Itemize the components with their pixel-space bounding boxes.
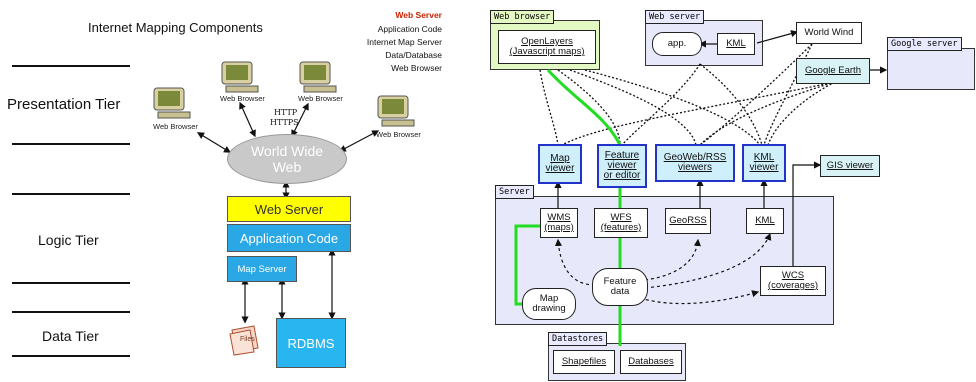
feature-data-node: Feature data (592, 268, 648, 306)
wfs-line-2: (features) (600, 222, 642, 233)
server-tab: Server (495, 185, 534, 199)
georss-service: GeoRSS (665, 208, 711, 234)
legend-item-web-browser: Web Browser (391, 63, 442, 73)
wms-line-1: WMS (547, 212, 571, 223)
kml-service: KML (746, 208, 784, 234)
feature-viewer-client: Feature viewer or editor (597, 144, 647, 188)
world-wind-box: World Wind (796, 22, 862, 44)
diagram-title: Internet Mapping Components (88, 20, 263, 35)
legend-item-application-code: Application Code (377, 24, 442, 34)
web-browser-label: Web Browser (220, 94, 265, 103)
map-drawing-line-2: drawing (532, 303, 566, 314)
computer-icon (377, 95, 415, 127)
wcs-service: WCS (coverages) (760, 266, 826, 296)
map-viewer-line-1: Map (550, 153, 570, 164)
wms-line-2: (maps) (544, 222, 574, 233)
web-server-tab: Web server (645, 10, 705, 24)
rdbms-box: RDBMS (276, 318, 346, 368)
protocol-http: HTTP (274, 108, 298, 117)
web-browser-label: Web Browser (298, 94, 343, 103)
map-drawing-node: Map drawing (522, 288, 576, 320)
web-browser-label: Web Browser (153, 122, 198, 131)
tier-rule (12, 65, 130, 67)
google-earth-box: Google Earth (796, 58, 870, 84)
kml-viewer-line-1: KML (753, 152, 775, 163)
files-label: Files (240, 336, 255, 343)
tier-logic: Logic Tier (38, 232, 99, 248)
tier-rule (12, 282, 130, 284)
databases-store: Databases (620, 350, 682, 374)
www-line-1: World Wide (250, 143, 324, 159)
feature-data-line-1: Feature (603, 276, 637, 287)
legend-item-web-server: Web Server (395, 10, 442, 20)
wcs-line-1: WCS (781, 270, 805, 281)
web-browser-tab: Web browser (490, 10, 555, 24)
feature-viewer-line-3: or editor (603, 170, 641, 181)
computer-icon (153, 87, 191, 119)
datastores-tab: Datastores (548, 332, 608, 346)
geoweb-rss-client: GeoWeb/RSS viewers (655, 144, 735, 182)
legend-item-data-database: Data/Database (385, 50, 442, 60)
google-server-tab: Google server (887, 37, 962, 51)
tier-rule (12, 143, 130, 145)
app-node: app. (652, 32, 702, 56)
wms-service: WMS (maps) (540, 208, 578, 238)
application-code-box: Application Code (227, 224, 351, 252)
openlayers-line-2: (Javascript maps) (509, 46, 585, 57)
tier-rule (12, 355, 130, 357)
shapefiles-store: Shapefiles (553, 350, 615, 374)
geoweb-line-1: GeoWeb/RSS (663, 152, 727, 163)
web-server-box: Web Server (227, 196, 351, 222)
web-browser-label: Web Browser (376, 130, 421, 139)
feature-viewer-line-1: Feature (604, 150, 640, 161)
feature-data-line-2: data (610, 286, 630, 297)
kml-viewer-client: KML viewer (742, 144, 786, 182)
kml-viewer-line-2: viewer (749, 162, 779, 173)
map-viewer-client: Map viewer (538, 144, 582, 184)
wfs-line-1: WFS (610, 212, 632, 223)
protocol-https: HTTPS (270, 118, 299, 127)
map-viewer-line-2: viewer (545, 163, 575, 174)
tier-presentation: Presentation Tier (7, 96, 121, 113)
www-line-2: Web (272, 159, 302, 175)
map-server-box: Map Server (227, 256, 297, 282)
wcs-line-2: (coverages) (767, 280, 819, 291)
tier-rule (12, 193, 130, 195)
legend-item-internet-map-server: Internet Map Server (366, 37, 442, 47)
openlayers-box: OpenLayers (Javascript maps) (498, 30, 596, 64)
tier-rule (12, 311, 130, 313)
geoweb-line-2: viewers (678, 162, 712, 173)
computer-icon (221, 61, 259, 93)
map-drawing-line-1: Map (539, 293, 559, 304)
openlayers-line-1: OpenLayers (521, 36, 573, 47)
kml-file-box: KML (717, 33, 755, 55)
wfs-service: WFS (features) (594, 208, 648, 238)
files-icon (229, 325, 259, 356)
feature-viewer-line-2: viewer (607, 160, 637, 171)
computer-icon (299, 61, 337, 93)
gis-viewer-client: GIS viewer (820, 155, 880, 177)
world-wide-web: World Wide Web (227, 134, 347, 184)
tier-data: Data Tier (42, 328, 99, 344)
